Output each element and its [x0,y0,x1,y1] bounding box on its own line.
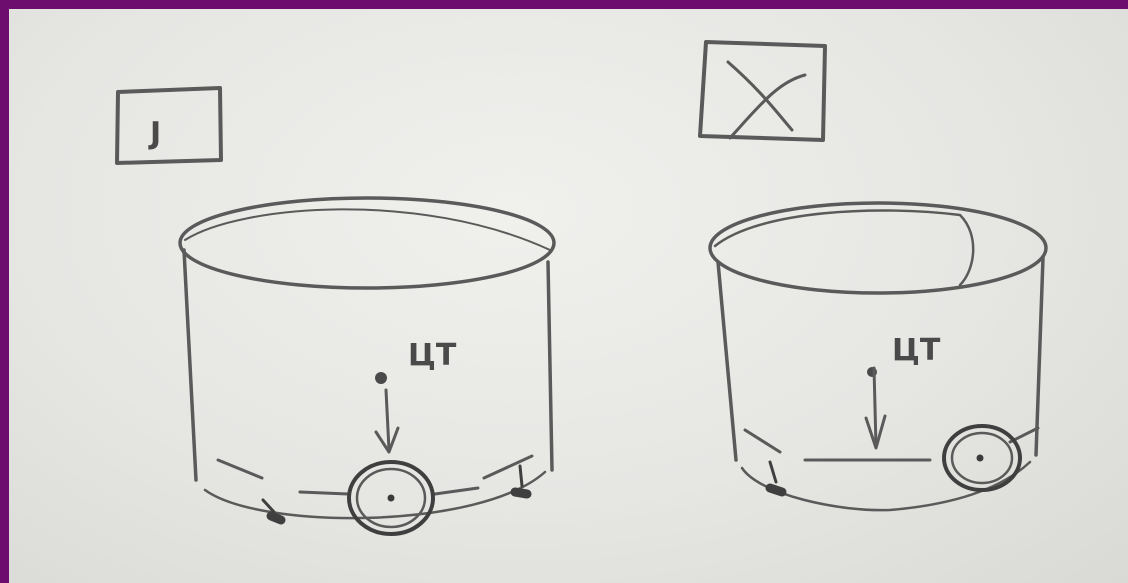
left-drive-wheel [349,462,433,534]
right-drive-wheel [944,426,1020,490]
right-drawing: ЦТ [700,42,1046,510]
right-chassis [745,428,1038,460]
left-chassis [218,456,532,494]
right-cg-label: ЦТ [892,333,941,368]
left-cg-label: ЦТ [408,338,457,373]
right-cylinder [710,203,1046,510]
right-mark-box [700,42,825,140]
left-mark-box: J [117,88,221,163]
left-drawing: J [117,88,554,534]
left-center-of-gravity: ЦТ [375,338,457,452]
right-center-of-gravity: ЦТ [866,333,941,448]
left-mark-text: J [148,116,161,151]
right-small-wheel [770,462,782,492]
